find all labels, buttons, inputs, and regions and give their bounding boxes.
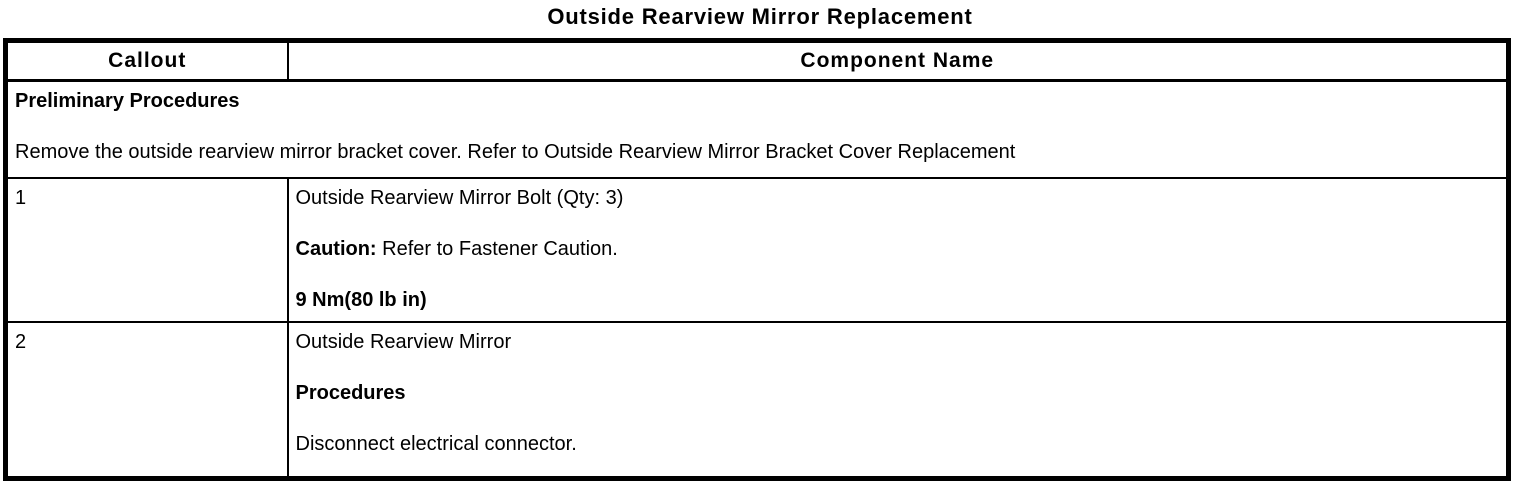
callout-1-component-cell: Outside Rearview Mirror Bolt (Qty: 3) Ca…: [286, 176, 1510, 323]
table-row-callout-1: 1 Outside Rearview Mirror Bolt (Qty: 3) …: [4, 176, 1510, 323]
page-title: Outside Rearview Mirror Replacement: [547, 4, 973, 29]
callout-2-component-cell: Outside Rearview Mirror Procedures Disco…: [286, 320, 1510, 480]
component-name-text: Outside Rearview Mirror: [295, 330, 512, 353]
procedures-heading: Procedures: [295, 381, 406, 404]
callout-2-number: 2: [4, 320, 289, 480]
caution-label: Caution:: [295, 237, 377, 260]
callout-column-header: Callout: [4, 39, 289, 82]
component-table: Callout Component Name Preliminary Proce…: [3, 38, 1511, 481]
preliminary-instruction-text: Remove the outside rearview mirror brack…: [15, 141, 1016, 163]
torque-spec-text: 9 Nm(80 lb in): [295, 288, 427, 311]
table-row-callout-2: 2 Outside Rearview Mirror Procedures Dis…: [4, 320, 1510, 480]
preliminary-procedures-cell: Preliminary Procedures Remove the outsid…: [4, 79, 1510, 179]
caution-paragraph: Caution: Refer to Fastener Caution.: [296, 238, 1500, 260]
component-name-text: Outside Rearview Mirror Bolt (Qty: 3): [295, 186, 624, 209]
callout-1-number: 1: [4, 176, 289, 323]
preliminary-procedures-heading: Preliminary Procedures: [15, 90, 240, 112]
table-header-row: Callout Component Name: [4, 39, 1510, 82]
caution-text: Refer to Fastener Caution.: [376, 237, 618, 260]
procedure-step-text: Disconnect electrical connector.: [295, 432, 577, 455]
component-name-column-header: Component Name: [286, 39, 1510, 82]
preliminary-procedures-row: Preliminary Procedures Remove the outsid…: [4, 79, 1510, 179]
